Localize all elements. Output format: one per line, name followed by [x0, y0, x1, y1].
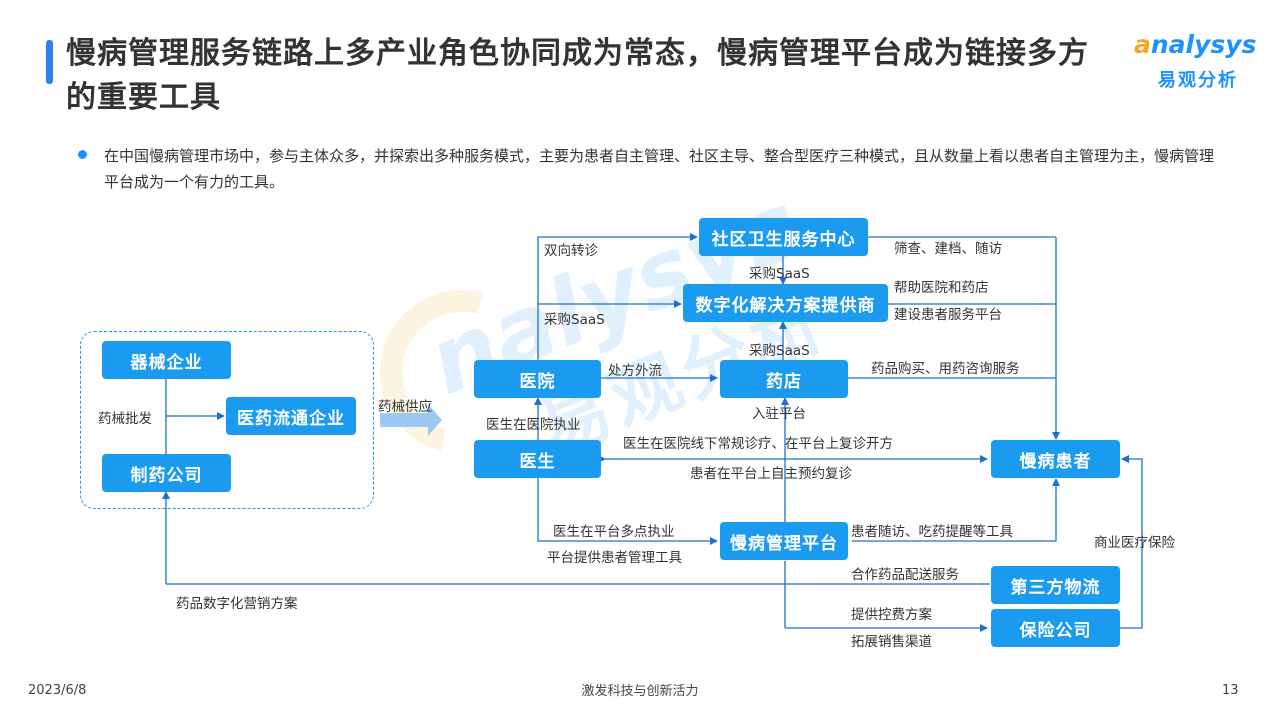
node-yiyuan: 医院	[474, 360, 601, 398]
node-shuzihua: 数字化解决方案提供商	[683, 284, 888, 322]
label-kongfei: 提供控费方案	[851, 607, 932, 623]
label-jianshe: 建设患者服务平台	[894, 307, 1002, 323]
node-zhiyao: 制药公司	[102, 454, 231, 492]
line-suifang	[852, 478, 1060, 542]
footer-slogan: 激发科技与创新活力	[581, 684, 699, 699]
label-caigou-shequ: 采购SaaS	[749, 266, 810, 282]
supplier-group-box	[80, 331, 374, 509]
node-wuliu: 第三方物流	[991, 566, 1120, 604]
node-yisheng: 医生	[474, 440, 601, 478]
label-qudao: 拓展销售渠道	[851, 634, 932, 650]
logo-wordmark: analysys	[1134, 30, 1257, 59]
label-chufang: 处方外流	[608, 363, 662, 379]
label-caigou-hospital: 采购SaaS	[544, 312, 605, 328]
supply-arrow-icon	[380, 404, 442, 436]
line-duodian	[537, 477, 718, 545]
label-bangzhu: 帮助医院和药店	[894, 280, 989, 296]
label-peisong: 合作药品配送服务	[851, 567, 959, 583]
label-goumai: 药品购买、用药咨询服务	[871, 361, 1020, 377]
label-suifang: 患者随访、吃药提醒等工具	[851, 524, 1013, 540]
node-yaodian: 药店	[720, 360, 848, 398]
label-ruzhu: 入驻平台	[752, 406, 806, 422]
label-shaicha: 筛查、建档、随访	[894, 241, 1002, 257]
label-zhiye: 医生在医院执业	[486, 417, 581, 433]
label-shuangxiang: 双向转诊	[544, 243, 598, 259]
label-caigou-yaodian: 采购SaaS	[749, 343, 810, 359]
label-yaoxie-pifa: 药械批发	[98, 411, 152, 427]
bullet-icon	[78, 150, 87, 159]
node-qixie: 器械企业	[102, 341, 231, 379]
node-huanzhe: 慢病患者	[991, 440, 1120, 478]
title-accent-bar	[46, 40, 53, 84]
page-title: 慢病管理服务链路上多产业角色协同成为常态，慢病管理平台成为链接多方的重要工具	[66, 36, 1089, 115]
label-duodian: 医生在平台多点执业	[553, 524, 675, 540]
node-shequ: 社区卫生服务中心	[699, 218, 868, 256]
logo-chinese-name: 易观分析	[1158, 70, 1238, 91]
node-liutong: 医药流通企业	[226, 397, 356, 435]
page-number: 13	[1222, 683, 1239, 698]
summary-text: 在中国慢病管理市场中，参与主体众多，并探索出多种服务模式，主要为患者自主管理、社…	[104, 147, 1215, 191]
analysys-logo: analysys 易观分析	[1134, 30, 1264, 94]
line-shuangxiang	[537, 233, 698, 361]
node-baoxian: 保险公司	[991, 609, 1120, 647]
label-shangye: 商业医疗保险	[1094, 535, 1175, 551]
label-guanli: 平台提供患者管理工具	[547, 550, 682, 566]
label-yaoxie-gongying: 药械供应	[378, 399, 432, 415]
line-shangye	[1120, 455, 1143, 629]
label-xianxia: 医生在医院线下常规诊疗、在平台上复诊开方	[623, 436, 893, 452]
node-pingtai: 慢病管理平台	[720, 522, 848, 560]
label-yuyue: 患者在平台上自主预约复诊	[690, 466, 852, 482]
footer-date: 2023/6/8	[28, 683, 87, 698]
label-yingxiao: 药品数字化营销方案	[176, 596, 298, 612]
